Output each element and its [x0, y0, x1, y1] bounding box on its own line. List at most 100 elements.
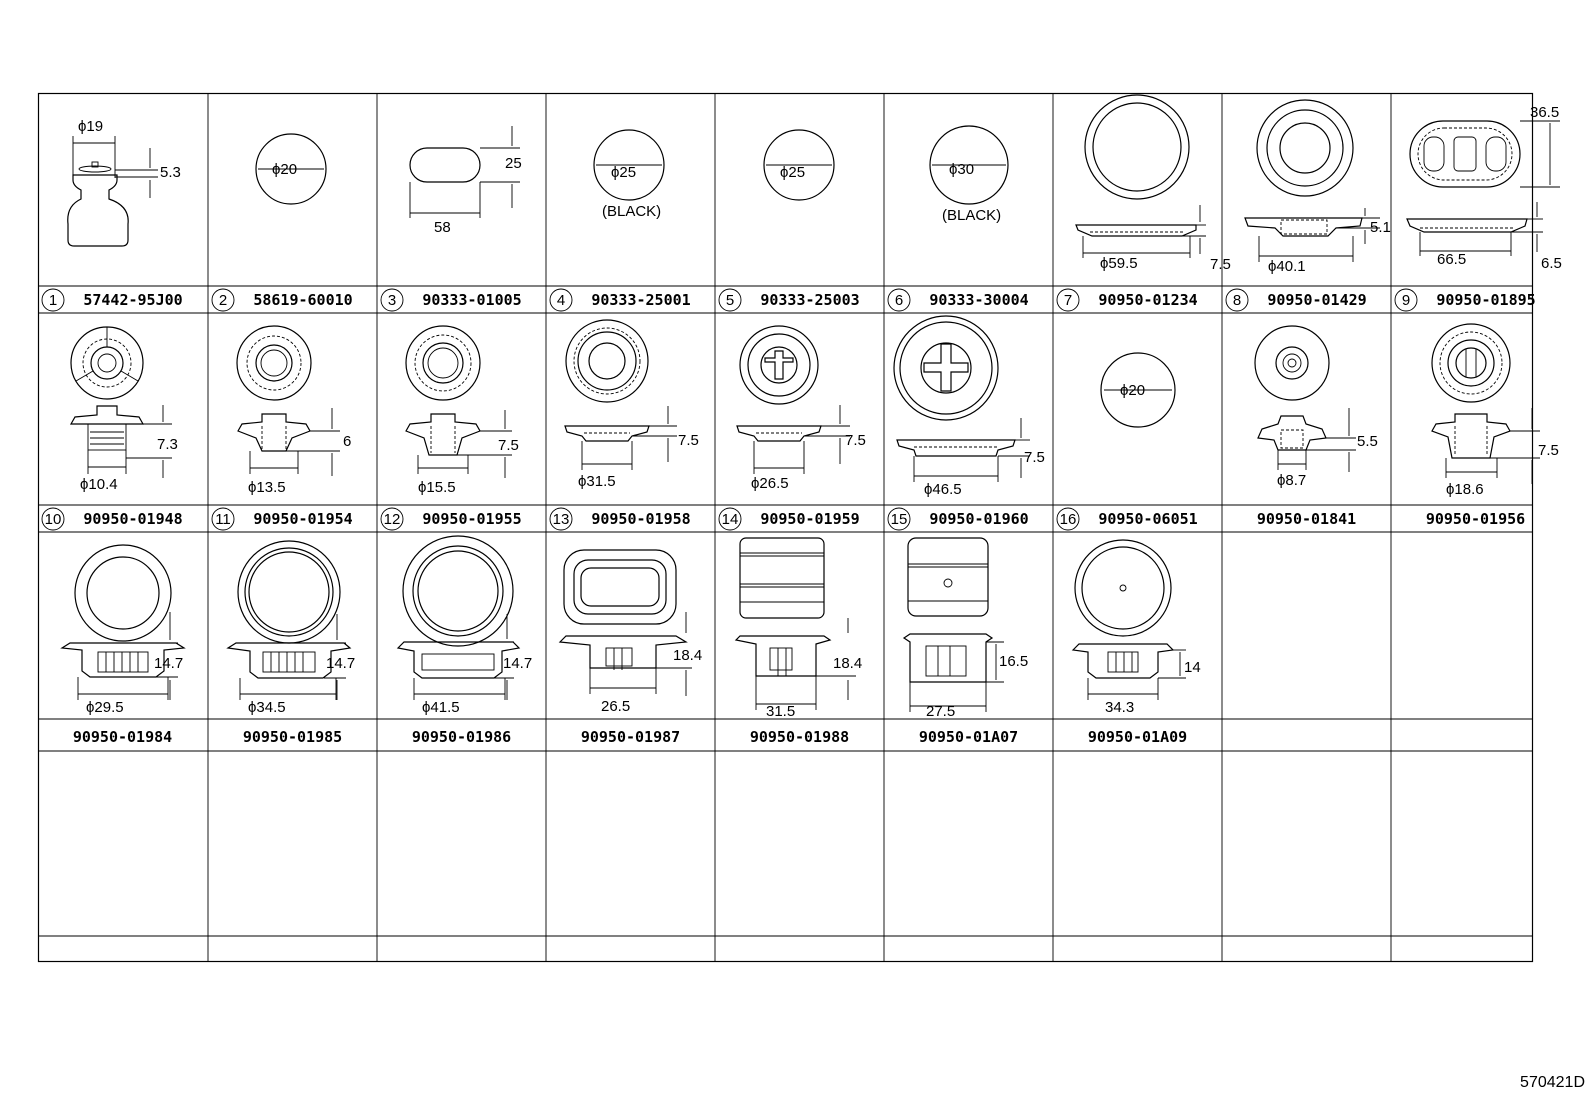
dimension-label: ϕ29.5: [86, 699, 124, 716]
ref-number-2: 2: [219, 292, 227, 309]
cell-25-drawing: [1071, 539, 1186, 700]
part-number: 90950-01841: [1257, 510, 1356, 528]
ref-circle-4: [549, 288, 573, 312]
dimension-label: ϕ41.5: [422, 699, 460, 716]
dimension-label: ϕ25: [780, 164, 805, 181]
part-number: 90950-01234: [1098, 291, 1197, 309]
cell-9-drawing: [1406, 120, 1560, 256]
dimension-label: 6: [343, 433, 351, 450]
part-number: 58619-60010: [253, 291, 352, 309]
ref-circle-6: [887, 288, 911, 312]
ref-circle-12: [380, 507, 404, 531]
ref-number-14: 14: [722, 511, 739, 528]
ref-number-4: 4: [557, 292, 565, 309]
cell-19-drawing: [60, 544, 186, 700]
dimension-label: 18.4: [833, 655, 862, 672]
dimension-label: 7.5: [498, 437, 519, 454]
part-number: 90950-01959: [760, 510, 859, 528]
dimension-label: 27.5: [926, 703, 955, 720]
part-number: 90950-06051: [1098, 510, 1197, 528]
ref-number-7: 7: [1064, 292, 1072, 309]
dimension-label: ϕ15.5: [418, 479, 456, 496]
drawing-reference: 570421D: [1520, 1074, 1585, 1091]
ref-number-11: 11: [215, 511, 231, 528]
ref-circle-9: [1394, 288, 1418, 312]
cell-14-drawing: [736, 325, 850, 474]
ref-circle-3: [380, 288, 404, 312]
grid-lines: [37, 92, 1534, 963]
dimension-label: ϕ59.5: [1100, 255, 1138, 272]
part-number: 90950-01986: [412, 728, 511, 746]
dimension-label: 7.5: [1538, 442, 1559, 459]
ref-number-12: 12: [384, 511, 401, 528]
dimension-label: 5.5: [1357, 433, 1378, 450]
dimension-label: ϕ20: [272, 161, 297, 178]
ref-circle-15: [887, 507, 911, 531]
dimension-label: 14.7: [154, 655, 183, 672]
ref-number-6: 6: [895, 292, 903, 309]
ref-circle-8: [1225, 288, 1249, 312]
part-number: 90333-01005: [422, 291, 521, 309]
part-number: 90950-01956: [1426, 510, 1525, 528]
ref-circle-1: [41, 288, 65, 312]
dimension-label: ϕ40.1: [1268, 258, 1306, 275]
cell-20-drawing: [226, 540, 352, 700]
part-number: 90950-01984: [73, 728, 172, 746]
part-number: 90950-01987: [581, 728, 680, 746]
part-number: 90950-01948: [83, 510, 182, 528]
cell-23-drawing: [734, 537, 856, 710]
ref-circle-11: [211, 507, 235, 531]
dimension-label: 25: [505, 155, 522, 172]
dimension-label: 5.1: [1370, 219, 1391, 236]
dimension-label: 34.3: [1105, 699, 1134, 716]
cell-24-drawing: [902, 537, 1004, 712]
part-number: 90333-25001: [591, 291, 690, 309]
dimension-label: (BLACK): [942, 207, 1001, 224]
dimension-label: 18.4: [673, 647, 702, 664]
cell-11-drawing: [236, 325, 340, 476]
dimension-label: ϕ8.7: [1277, 472, 1306, 489]
dimension-label: 58: [434, 219, 451, 236]
ref-number-3: 3: [388, 292, 396, 309]
ref-circle-5: [718, 288, 742, 312]
cell-3-drawing: [409, 126, 520, 218]
dimension-label: ϕ30: [949, 161, 974, 178]
cell-16-drawing: [1100, 352, 1176, 428]
ref-circle-16: [1056, 507, 1080, 531]
part-number: 90333-25003: [760, 291, 859, 309]
cell-1-drawing: [67, 136, 158, 247]
cell-18-drawing: [1431, 323, 1540, 484]
part-number: 90950-01958: [591, 510, 690, 528]
part-number: 57442-95J00: [83, 291, 182, 309]
cell-8-drawing: [1244, 99, 1380, 262]
part-number: 90950-01954: [253, 510, 352, 528]
dimension-label: 7.5: [1024, 449, 1045, 466]
dimension-label: 7.5: [845, 432, 866, 449]
part-number: 90950-01985: [243, 728, 342, 746]
dimension-label: ϕ25: [611, 164, 636, 181]
part-number: 90950-01A07: [919, 728, 1018, 746]
part-number: 90950-01A09: [1088, 728, 1187, 746]
dimension-label: 31.5: [766, 703, 795, 720]
part-number: 90950-01955: [422, 510, 521, 528]
cell-13-drawing: [564, 319, 677, 470]
dimension-label: 66.5: [1437, 251, 1466, 268]
cell-6-drawing: [929, 125, 1009, 205]
dimension-label: 14: [1184, 659, 1201, 676]
cell-12-drawing: [405, 325, 512, 478]
ref-number-1: 1: [49, 292, 57, 309]
dimension-label: ϕ13.5: [248, 479, 286, 496]
ref-circle-2: [211, 288, 235, 312]
part-number: 90950-01429: [1267, 291, 1366, 309]
cell-5-drawing: [763, 129, 835, 201]
dimension-label: ϕ31.5: [578, 473, 616, 490]
ref-number-10: 10: [45, 511, 62, 528]
dimension-label: 14.7: [326, 655, 355, 672]
cell-17-drawing: [1254, 325, 1356, 472]
cell-4-drawing: [593, 129, 665, 201]
part-numbers: 57442-95J00 58619-60010 90333-01005 90333-2…: [73, 291, 1536, 746]
dimension-label: 7.3: [157, 436, 178, 453]
dimension-label: 26.5: [601, 698, 630, 715]
dimension-label: 16.5: [999, 653, 1028, 670]
